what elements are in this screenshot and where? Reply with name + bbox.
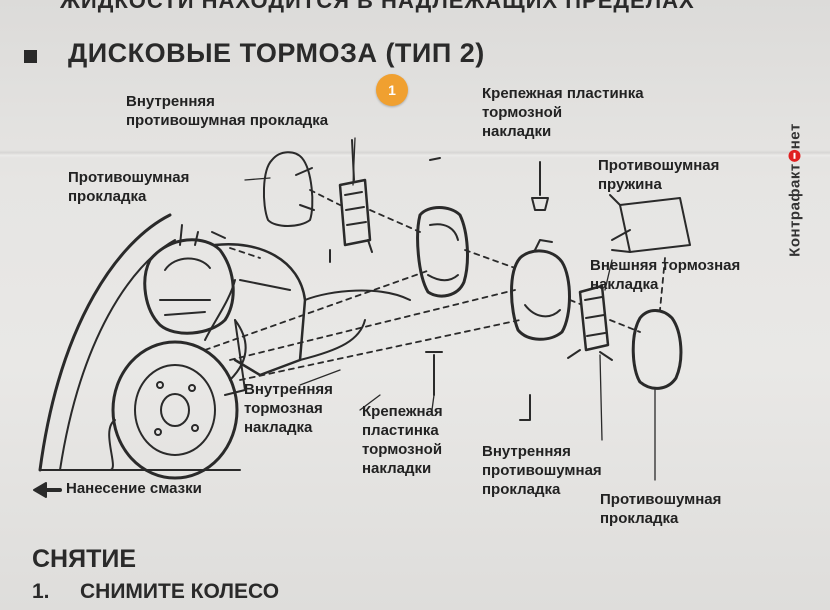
outer-brake-pad-drawing <box>567 284 613 361</box>
label-antinoise-shim-bottom: Противошумная прокладка <box>600 491 722 527</box>
label-antinoise-shim-left: Противошумная прокладка <box>68 169 190 205</box>
mounting-bracket-drawing <box>213 243 411 377</box>
inner-brake-pad-drawing <box>416 206 469 298</box>
label-inner-antinoise-shim-top: Внутренняя противошумная прокладка <box>126 93 329 129</box>
page-title: ДИСКОВЫЕ ТОРМОЗА (ТИП 2) <box>68 38 485 68</box>
label-pad-support-plate-top: Крепежная пластинка тормозной накладки <box>482 85 644 140</box>
label-pad-support-plate-bottom: Крепежная пластинка тормозной накладки <box>362 403 443 477</box>
label-grease: Нанесение смазки <box>66 480 202 497</box>
label-antinoise-spring: Противошумная пружина <box>598 157 720 193</box>
label-inner-brake-pad: Внутренняя тормозная накладка <box>244 381 333 436</box>
label-inner-antinoise-shim-bottom: Внутренняя противошумная прокладка <box>482 443 602 498</box>
outer-antinoise-shim-drawing <box>510 239 571 341</box>
assembly-dashed-lines <box>204 189 666 381</box>
antinoise-spring-drawing <box>609 194 691 253</box>
watermark-text: Контрафактнет <box>786 123 804 257</box>
watermark: Контрафактнет <box>770 90 820 290</box>
section-title: СНЯТИЕ <box>32 545 136 573</box>
step-text: СНИМИТЕ КОЛЕСО <box>80 580 280 603</box>
step-number: 1. <box>32 580 50 603</box>
heading-bullet <box>24 50 37 63</box>
minus-circle-icon <box>788 150 801 163</box>
inner-brake-pad-clip-drawing <box>329 139 373 263</box>
inner-antinoise-shim-drawing <box>262 151 315 227</box>
bolt-small-drawings <box>211 157 531 421</box>
cut-off-text: ЖИДКОСТИ НАХОДИТСЯ В НАДЛЕЖАЩИХ ПРЕДЕЛАХ <box>60 0 695 13</box>
grease-arrow-drawing <box>33 482 62 498</box>
pad-support-plate-top-drawing <box>531 161 549 211</box>
antinoise-shim-right-drawing <box>631 309 683 390</box>
paper-fold <box>0 150 830 158</box>
callout-marker[interactable]: 1 <box>376 74 408 106</box>
caliper-drawing <box>143 224 235 335</box>
label-outer-brake-pad: Внешняя тормозная накладка <box>590 257 741 293</box>
leader-lines <box>244 137 656 481</box>
